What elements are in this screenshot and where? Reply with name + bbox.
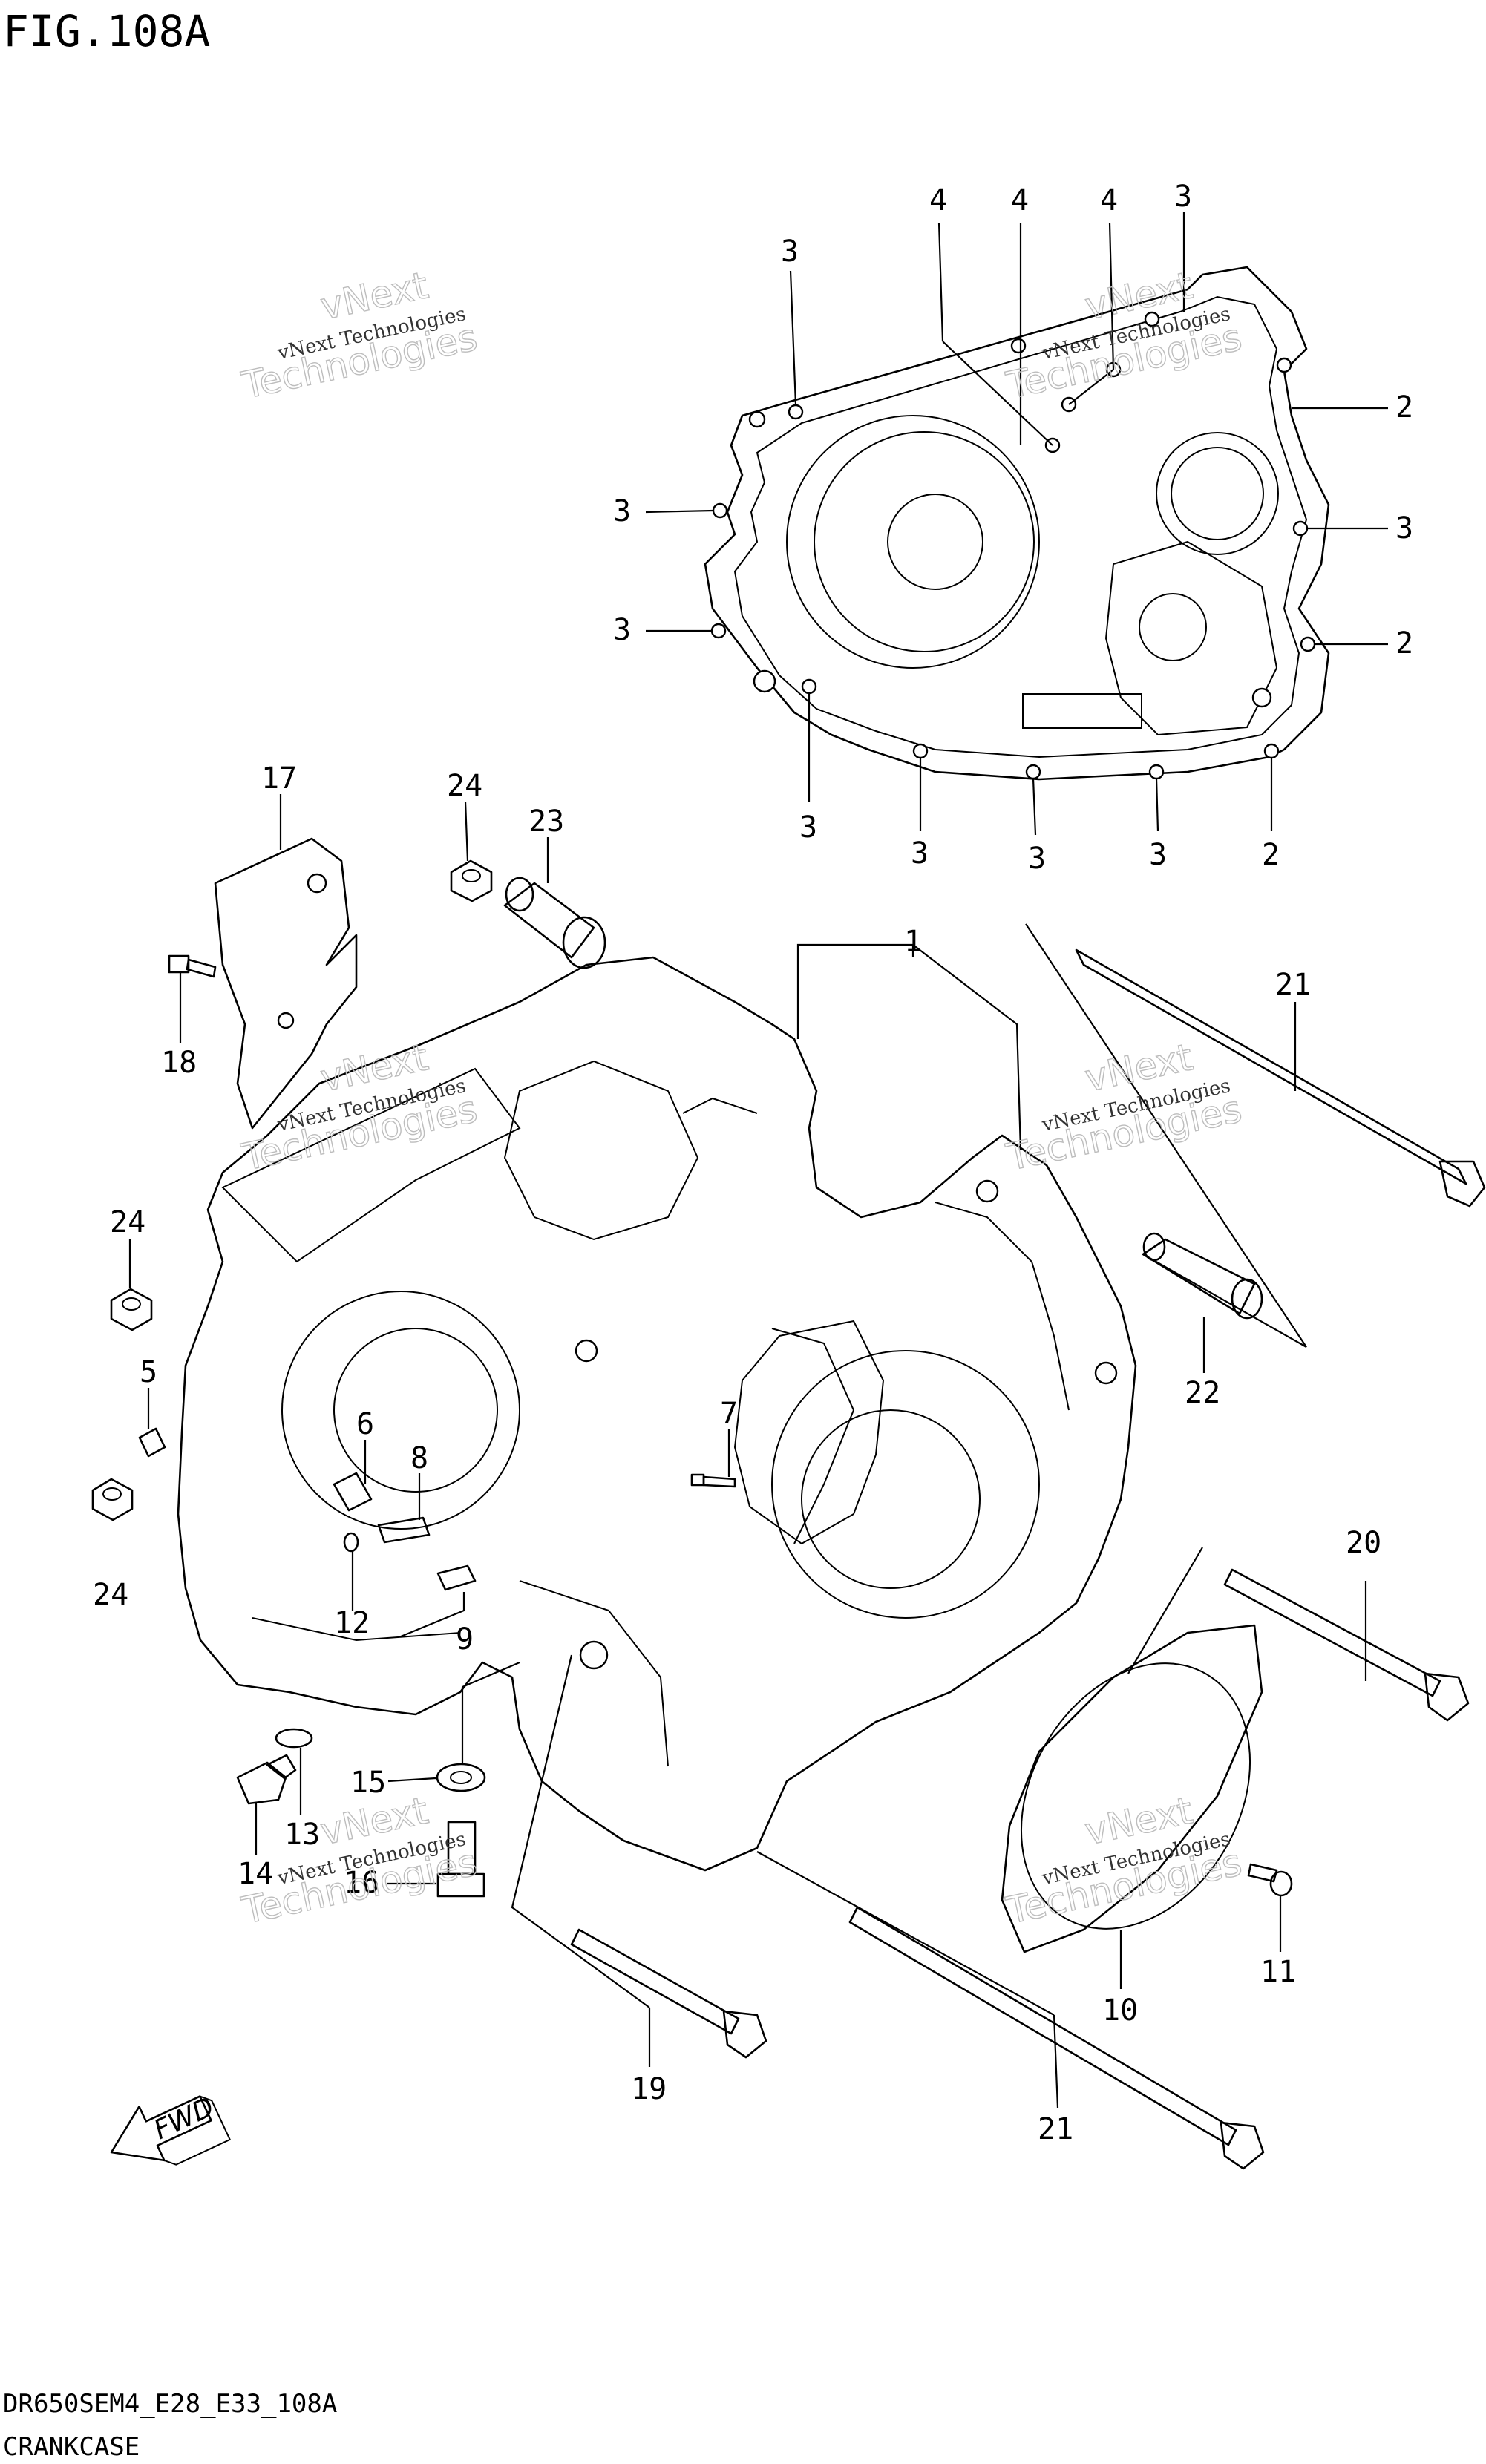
watermark-1: vNext Technologies vNext Technologies	[238, 263, 482, 408]
callout-3-left-low: 3	[613, 613, 631, 647]
plug-16	[436, 1821, 485, 1898]
callout-23: 23	[528, 805, 564, 839]
watermarks: vNext Technologies vNext Technologies vN…	[238, 263, 1246, 1933]
footer-model-code: DR650SEM4_E28_E33_108A	[3, 2389, 337, 2419]
washer-15	[436, 1763, 486, 1792]
callout-8: 8	[410, 1441, 428, 1475]
crankcase-body	[177, 956, 1137, 1872]
callout-4a: 4	[929, 183, 947, 217]
bolt-20	[1223, 1568, 1470, 1722]
callout-3-left-mid: 3	[613, 494, 631, 528]
bolt-11	[1247, 1863, 1293, 1897]
callout-10: 10	[1102, 1993, 1138, 2028]
callout-3-bottom-4: 3	[1149, 838, 1167, 872]
bolt-21-lower	[848, 1906, 1265, 2170]
callout-7: 7	[720, 1397, 738, 1431]
callout-2-right-2: 2	[1395, 626, 1413, 661]
bolt-7	[690, 1473, 736, 1488]
bolt-19	[570, 1928, 767, 2059]
callout-5: 5	[140, 1355, 157, 1389]
bolt-21-upper	[1075, 948, 1486, 1208]
screw-9	[436, 1564, 477, 1591]
callout-3-bottom-1: 3	[799, 810, 817, 845]
callout-2-bottom: 2	[1262, 838, 1280, 872]
plug-12	[343, 1532, 359, 1553]
gasket-bolt-holes	[710, 311, 1316, 780]
watermark-4: vNext Technologies vNext Technologies	[1002, 1035, 1246, 1180]
callout-3-upper-left: 3	[781, 235, 799, 269]
footer-section-name: CRANKCASE	[3, 2432, 140, 2462]
callout-13: 13	[284, 1818, 320, 1852]
callout-22: 22	[1185, 1376, 1220, 1410]
watermark-6: vNext Technologies vNext Technologies	[1002, 1789, 1246, 1933]
nut-24-mid	[110, 1288, 153, 1331]
callout-3-right: 3	[1395, 511, 1413, 545]
drain-plug-14	[236, 1754, 297, 1805]
bolt-18	[168, 954, 217, 978]
callout-21-lower: 21	[1038, 2112, 1073, 2146]
nut-24-upper	[450, 859, 493, 902]
callout-21-upper: 21	[1275, 968, 1311, 1002]
callout-6: 6	[356, 1407, 374, 1441]
callout-24-lower: 24	[93, 1578, 128, 1612]
callout-3-top: 3	[1174, 180, 1192, 214]
callout-9: 9	[456, 1622, 474, 1657]
callout-24-mid: 24	[110, 1205, 145, 1239]
callout-12: 12	[334, 1606, 370, 1640]
sleeve-23	[503, 877, 606, 969]
oring-13	[275, 1728, 313, 1749]
callout-4c: 4	[1100, 183, 1118, 217]
figure-title: FIG.108A	[3, 6, 210, 56]
sleeve-22	[1142, 1232, 1263, 1320]
callout-3-bottom-3: 3	[1028, 842, 1046, 876]
callout-labels: 4 4 4 3 3 2 3 3 3 2 3 3 3 3 2 17 24 23 1…	[93, 180, 1413, 2146]
cap-5	[138, 1427, 166, 1458]
nut-24-lower	[91, 1478, 134, 1521]
seal-10	[1001, 1624, 1263, 1953]
callout-1: 1	[904, 925, 922, 959]
crankcase-gasket	[704, 266, 1330, 781]
callout-11: 11	[1260, 1955, 1296, 1989]
callout-16: 16	[344, 1866, 379, 1900]
fwd-label: FWD	[149, 2091, 218, 2146]
callout-17: 17	[261, 761, 297, 796]
pin-8	[377, 1516, 431, 1544]
callout-2-right-1: 2	[1395, 390, 1413, 425]
watermark-2: vNext Technologies vNext Technologies	[1002, 263, 1246, 408]
callout-14: 14	[238, 1857, 273, 1891]
callout-18: 18	[161, 1046, 197, 1080]
fwd-arrow-badge: FWD	[110, 2091, 232, 2166]
leader-lines	[128, 212, 1388, 2109]
callout-20: 20	[1346, 1526, 1381, 1560]
dowel-6	[333, 1472, 373, 1512]
callout-15: 15	[350, 1766, 386, 1800]
callout-19: 19	[631, 2072, 667, 2106]
callout-24-upper: 24	[447, 769, 482, 803]
callout-3-bottom-2: 3	[911, 836, 929, 871]
watermark-3: vNext Technologies vNext Technologies	[238, 1035, 482, 1180]
bracket-17	[214, 837, 358, 1130]
callout-4b: 4	[1011, 183, 1029, 217]
